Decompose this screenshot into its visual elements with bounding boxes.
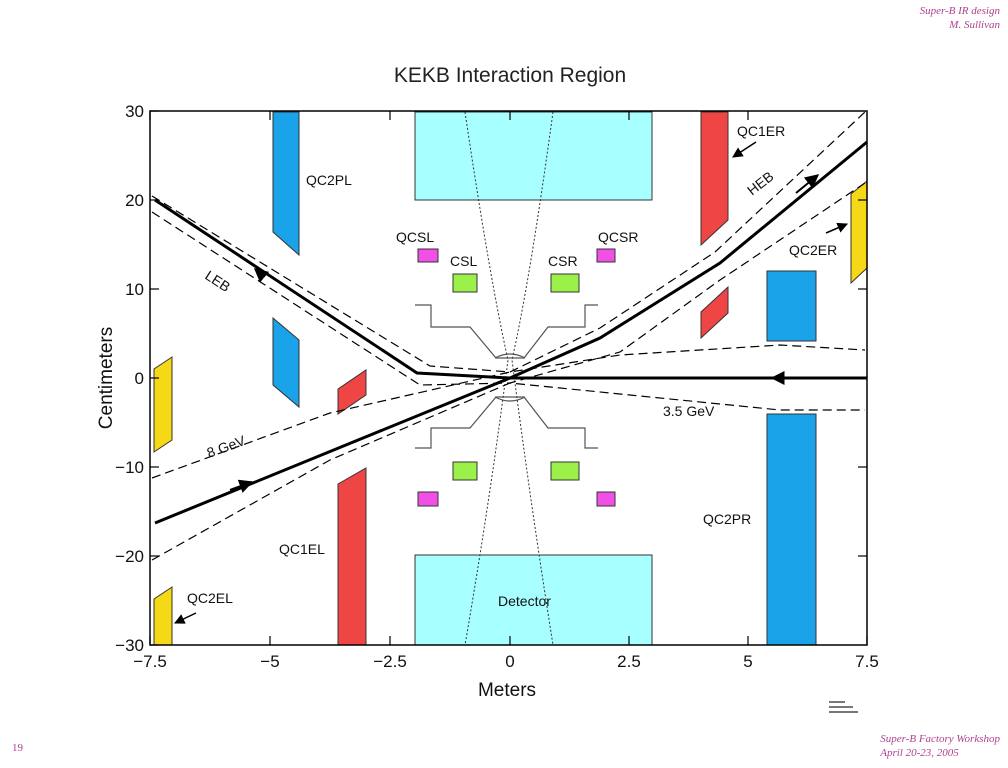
y-tick: −10 — [115, 458, 144, 477]
qc2pr-top — [766, 270, 817, 342]
label-qc1el: QC1EL — [279, 541, 325, 557]
label-qcsr: QCSR — [598, 229, 638, 245]
csr-top — [550, 273, 580, 293]
y-tick: −30 — [115, 636, 144, 655]
qc1er-top — [700, 111, 729, 247]
qc2el-top — [153, 356, 173, 453]
beam-pipe — [415, 304, 598, 449]
csr-bottom — [550, 461, 580, 481]
y-axis-label: Centimeters — [96, 327, 117, 429]
qcsr-bottom — [596, 491, 616, 507]
label-heb: HEB — [744, 168, 777, 198]
x-tick: −7.5 — [133, 652, 167, 671]
y-tick: 0 — [135, 369, 144, 388]
label-qcsl: QCSL — [396, 229, 434, 245]
beam-arrows — [229, 174, 820, 493]
qcsl-bottom — [417, 491, 439, 507]
header-line-1: Super-B IR design — [919, 5, 1000, 17]
x-axis-label: Meters — [478, 680, 536, 701]
logo-mark — [829, 701, 858, 713]
detector-top — [414, 111, 653, 201]
qc2pl-top — [272, 111, 300, 257]
footer-line-1: Super-B Factory Workshop — [880, 733, 1000, 745]
x-tick: −2.5 — [373, 652, 407, 671]
label-qc2pr: QC2PR — [703, 511, 751, 527]
qc1el-bottom — [337, 467, 367, 646]
axis-ticks — [149, 110, 868, 646]
y-tick: 10 — [125, 280, 144, 299]
beam-envelopes — [151, 111, 866, 561]
acceptance-lines — [464, 111, 554, 646]
leb-beam — [154, 198, 511, 380]
label-3-5-gev: 3.5 GeV — [663, 403, 715, 419]
label-csl: CSL — [450, 253, 477, 269]
magnets — [153, 111, 868, 646]
label-leb: LEB — [202, 267, 233, 295]
label-arrows — [174, 141, 848, 624]
qc2pl-bottom — [272, 316, 300, 409]
y-tick-labels: 30 20 10 0 −10 −20 −30 — [115, 102, 144, 655]
label-qc2el: QC2EL — [187, 590, 233, 606]
x-tick: 5 — [743, 652, 752, 671]
csl-top — [452, 273, 478, 293]
detector-bottom — [414, 554, 653, 646]
label-qc2pl: QC2PL — [306, 172, 352, 188]
label-csr: CSR — [548, 253, 578, 269]
csl-bottom — [452, 461, 478, 481]
beam-trajectories — [154, 140, 868, 525]
qc1er-bottom — [700, 285, 729, 340]
y-tick: 30 — [125, 102, 144, 121]
label-qc2er: QC2ER — [789, 242, 837, 258]
y-tick: 20 — [125, 191, 144, 210]
x-tick: 0 — [505, 652, 514, 671]
page-number: 19 — [12, 742, 23, 754]
qc2er — [850, 179, 868, 285]
x-tick: 7.5 — [855, 652, 879, 671]
x-tick: 2.5 — [617, 652, 641, 671]
qc2el-bottom — [153, 586, 173, 646]
header-line-2: M. Sullivan — [949, 19, 1000, 31]
footer-credit: Super-B Factory Workshop April 20-23, 20… — [880, 732, 1000, 760]
qc2pr-bottom — [766, 413, 817, 646]
x-tick: −5 — [260, 652, 279, 671]
heb-beam — [154, 140, 868, 525]
qcsl-top — [417, 248, 439, 263]
y-tick: −20 — [115, 547, 144, 566]
qc1el-top — [337, 369, 367, 415]
label-detector: Detector — [498, 593, 551, 609]
x-tick-labels: −7.5 −5 −2.5 0 2.5 5 7.5 — [133, 652, 879, 671]
label-qc1er: QC1ER — [737, 123, 785, 139]
header-credit: Super-B IR design M. Sullivan — [920, 4, 1000, 32]
footer-line-2: April 20-23, 2005 — [880, 747, 959, 759]
qcsr-top — [596, 248, 616, 263]
label-8-gev: 8 GeV — [205, 432, 248, 461]
figure-title: KEKB Interaction Region — [394, 64, 626, 87]
